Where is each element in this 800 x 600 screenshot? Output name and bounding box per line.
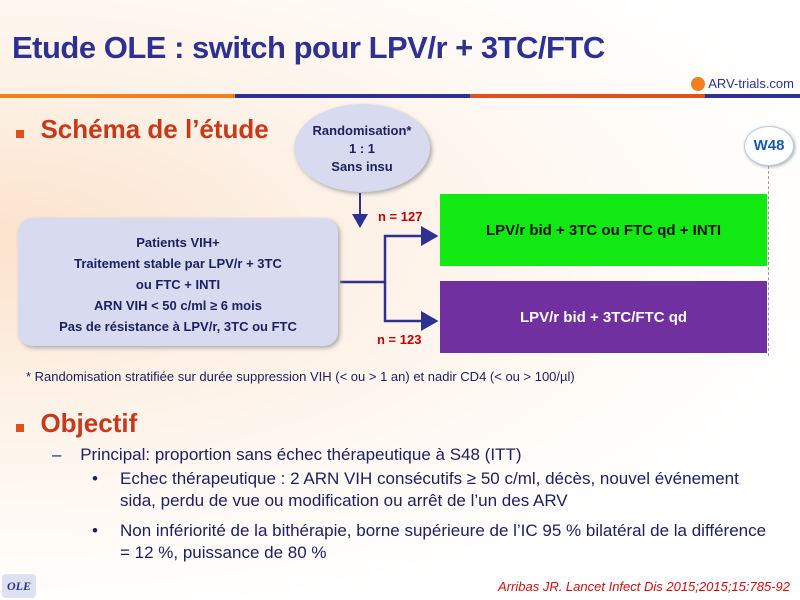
study-badge: OLE [2,574,36,598]
divider [0,94,235,98]
arrow-arm1 [340,226,439,284]
bullet-text: Non infériorité de la bithérapie, borne … [120,521,767,562]
logo-icon [691,76,706,91]
logo: ARV-trials.com [691,76,794,91]
arm2-box: LPV/r bid + 3TC/FTC qd [440,281,767,353]
patients-line: Pas de résistance à LPV/r, 3TC ou FTC [59,319,297,334]
heading-text: Schéma de l’étude [40,114,269,144]
timepoint-line [768,166,769,356]
patients-line: Patients VIH+ [136,235,220,250]
rand-line: Sans insu [331,159,393,174]
objective-principal: – Principal: proportion sans échec théra… [52,445,522,464]
patients-line: ARN VIH < 50 c/ml ≥ 6 mois [94,298,262,313]
objective-bullet: • Non infériorité de la bithérapie, borne… [92,520,772,564]
rand-line: Randomisation* [312,123,412,138]
divider [235,94,470,98]
arm1-n: n = 127 [378,209,423,224]
divider [705,94,800,98]
divider [470,94,705,98]
rand-line: 1 : 1 [348,141,375,156]
patients-line: Traitement stable par LPV/r + 3TC [74,256,282,271]
bullet-icon [16,130,24,138]
bullet-dot: • [92,469,98,488]
arm1-box: LPV/r bid + 3TC ou FTC qd + INTI [440,194,767,266]
heading-text: Objectif [40,408,138,438]
patients-box: Patients VIH+ Traitement stable par LPV/… [18,218,338,346]
arm2-n: n = 123 [377,332,422,347]
arrow-arm2 [383,282,439,331]
objective-bullet: • Echec thérapeutique : 2 ARN VIH consécu… [92,468,772,512]
logo-text: ARV-trials.com [708,76,794,91]
citation: Arribas JR. Lancet Infect Dis 2015;2015;… [498,579,790,594]
timepoint-badge: W48 [744,126,794,166]
patients-line: ou FTC + INTI [135,277,221,292]
section-heading-scheme: Schéma de l’étude [16,114,269,145]
bullet-icon [16,424,24,432]
bullet-text: Echec thérapeutique : 2 ARN VIH consécut… [120,469,739,510]
bullet-dot: • [92,521,98,540]
footnote: * Randomisation stratifiée sur durée sup… [26,369,575,384]
section-heading-objective: Objectif [16,408,137,439]
randomisation-circle: Randomisation* 1 : 1 Sans insu [294,104,430,192]
principal-text: Principal: proportion sans échec thérape… [80,445,522,464]
slide-title: Etude OLE : switch pour LPV/r + 3TC/FTC [12,30,605,65]
